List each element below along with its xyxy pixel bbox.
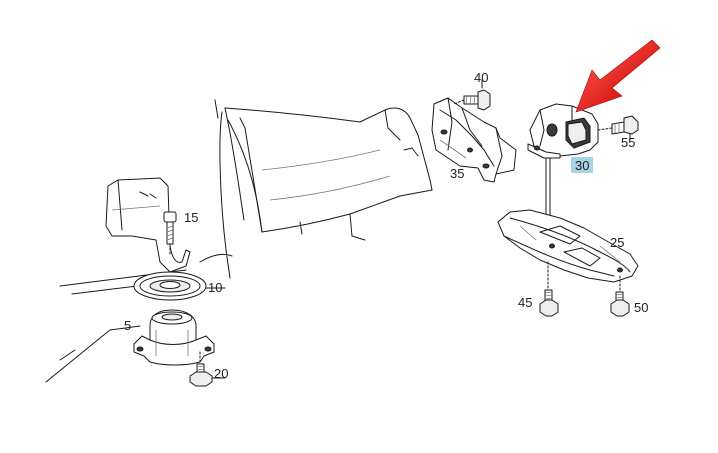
label-50: 50 [634,300,648,315]
label-30: 30 [575,158,589,173]
transmission-housing [45,99,433,383]
bolt-20 [189,363,226,387]
label-55: 55 [621,135,635,150]
bolt-50 [610,291,630,317]
label-15: 15 [184,210,198,225]
bolt-40 [453,79,491,111]
label-40: 40 [474,70,488,85]
transmission-mount-30 [527,103,613,159]
label-20: 20 [214,366,228,381]
transmission-bracket [105,177,191,273]
bolt-45 [539,289,559,317]
washer-10 [133,271,226,301]
crossmember-25 [497,209,639,293]
engine-mount-5 [133,309,215,367]
bolt-15 [163,211,177,257]
label-25: 25 [610,235,624,250]
bracket-35 [431,97,517,183]
label-5: 5 [124,318,131,333]
label-45: 45 [518,295,532,310]
red-arrow-icon [575,39,661,113]
label-10: 10 [208,280,222,295]
highlight-box-30 [571,157,593,173]
part-labels: 40 55 30 35 15 25 10 45 50 5 20 [124,70,648,381]
label-35: 35 [450,166,464,181]
bolt-55 [611,115,639,141]
